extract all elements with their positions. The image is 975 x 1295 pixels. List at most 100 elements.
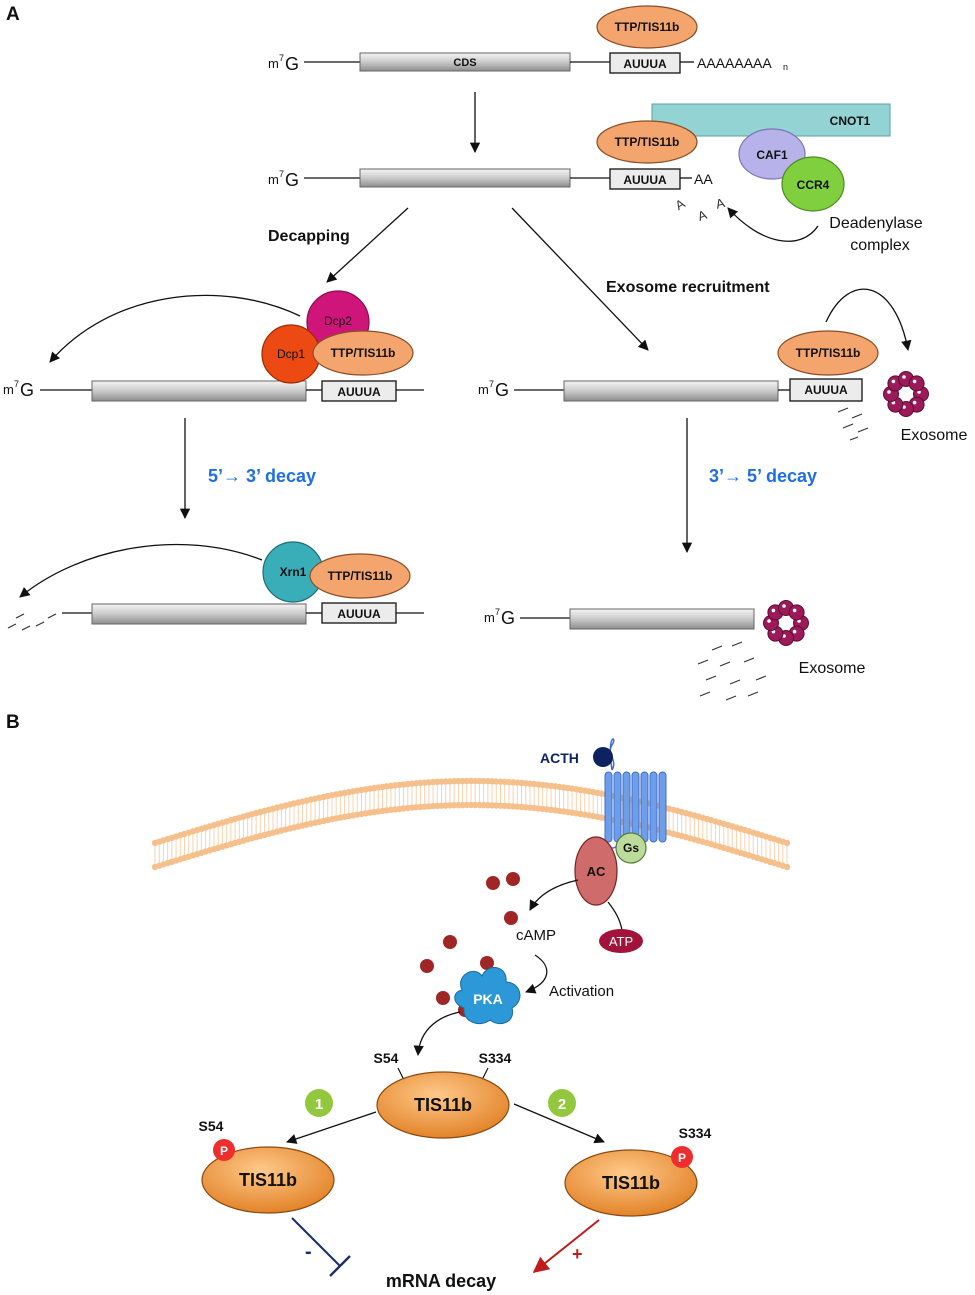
fragments-3	[697, 641, 767, 701]
polya-short: AA	[694, 171, 713, 187]
mrna-decay-label: mRNA decay	[386, 1271, 496, 1291]
phospho-s54	[213, 1139, 235, 1161]
deadenylase-label-1: Deadenylase	[829, 215, 923, 232]
ac-protein	[574, 836, 618, 906]
cds-label: CDS	[453, 57, 476, 69]
exosome-label-2: Exosome	[799, 660, 866, 677]
tis11b-right-label: TIS11b	[602, 1173, 660, 1193]
decay-3to5-label: 3’→ 5’ decay	[709, 466, 817, 486]
released-a-1: A	[673, 196, 688, 213]
cnot1-label: CNOT1	[830, 114, 871, 128]
gs-protein	[615, 832, 647, 864]
atp-label: ATP	[609, 934, 633, 949]
are-label-4: AUUUA	[804, 383, 848, 397]
arrow-xrn1	[19, 543, 263, 598]
tis11b-center	[376, 1071, 510, 1139]
ttp-label-3: TTP/TIS11b	[331, 346, 396, 360]
inhibition-line	[291, 1217, 341, 1267]
acth-label: ACTH	[540, 750, 579, 766]
arrow-cap-release	[49, 294, 301, 363]
decapping-row: m 7 G AUUUA Dcp2 Dcp1 TTP/TIS11b	[3, 290, 424, 402]
are-box	[609, 52, 681, 74]
fragments-2	[7, 613, 57, 631]
polya-sub: n	[783, 62, 788, 72]
pathway-1-label: 1	[315, 1096, 323, 1113]
arrow-decapping	[326, 207, 409, 283]
cap-sup-4: 7	[489, 379, 494, 389]
exosome-complex-2	[763, 600, 809, 646]
inhibition-bar	[329, 1255, 351, 1277]
ttp-protein-5	[309, 553, 411, 599]
arrow-activation	[525, 954, 548, 994]
ttp-label-5: TTP/TIS11b	[328, 569, 393, 583]
acth-receptor: ACTH	[540, 738, 667, 851]
phospho-s334-label: P	[678, 1151, 686, 1165]
cap-g-4: G	[495, 380, 509, 400]
cell-membrane	[151, 777, 791, 871]
polya-tail: AAAAAAAA	[697, 55, 772, 71]
cds-bar-4	[563, 380, 779, 402]
cap-m-2: m	[268, 172, 279, 187]
atp-molecule	[599, 929, 643, 953]
cap-sup-2: 7	[279, 169, 284, 179]
s334-label: S334	[679, 1125, 712, 1141]
cap-g: G	[285, 54, 299, 74]
acth-ligand	[593, 747, 613, 767]
decay-5to3-label: 5’→ 3’ decay	[208, 466, 316, 486]
are-box-2	[609, 168, 681, 190]
s334-top-label: S334	[479, 1050, 512, 1066]
ccr4-protein	[781, 156, 845, 212]
cds-bar-2	[359, 168, 571, 188]
are-label: AUUUA	[623, 57, 667, 71]
dcp1-label: Dcp1	[277, 347, 305, 361]
cap-sup: 7	[279, 53, 284, 63]
released-a-2: A	[696, 207, 710, 224]
ac-label: AC	[587, 864, 606, 879]
camp-label: cAMP	[516, 927, 556, 944]
cap-g-6: G	[501, 608, 515, 628]
cap-m-4: m	[478, 382, 489, 397]
are-label-3: AUUUA	[337, 385, 381, 399]
exosome-decay-row: m 7 G Exosome	[484, 600, 866, 701]
gs-label: Gs	[623, 841, 639, 855]
s54-label: S54	[199, 1118, 224, 1134]
exosome-subunit	[788, 604, 805, 621]
pathway-2-badge	[548, 1089, 576, 1117]
arrow-ac-to-camp	[529, 879, 579, 911]
cap-m-3: m	[3, 382, 14, 397]
ttp-protein	[596, 5, 698, 49]
are-box-4	[789, 378, 863, 402]
decapping-label: Decapping	[268, 228, 350, 245]
ccr4-label: CCR4	[797, 178, 830, 192]
tis11b-left	[201, 1146, 335, 1214]
cap-g-2: G	[285, 170, 299, 190]
are-box-3	[321, 380, 397, 402]
xrn1-label: Xrn1	[280, 565, 307, 579]
activation-arrow	[532, 1219, 600, 1273]
phospho-s334	[671, 1146, 693, 1168]
plus-sign: +	[572, 1244, 583, 1264]
arrow-exosome-recruitment	[511, 207, 649, 351]
dcp2-label: Dcp2	[324, 314, 352, 328]
exosome-row: m 7 G AUUUA TTP/TIS11b Exosome	[478, 288, 967, 444]
ttp-protein-3	[312, 330, 414, 376]
fragments-1	[837, 407, 869, 441]
s54-top-label: S54	[374, 1050, 399, 1066]
are-label-5: AUUUA	[337, 607, 381, 621]
exosome-subunit	[908, 375, 925, 392]
pathway-1-badge	[305, 1089, 333, 1117]
arrow-path-2	[513, 1103, 605, 1144]
cap-sup-3: 7	[14, 379, 19, 389]
mrna-row-1: m 7 G CDS AUUUA AAAAAAAA n TTP/TIS11b	[268, 5, 788, 74]
activation-label: Activation	[549, 983, 614, 1000]
cap-g-3: G	[20, 380, 34, 400]
exosome-complex-1	[883, 371, 929, 417]
cds-bar-5	[91, 603, 307, 625]
cds-bar-3	[91, 380, 307, 402]
deadenylase-label-2: complex	[850, 237, 910, 254]
are-label-2: AUUUA	[623, 173, 667, 187]
ttp-label-4: TTP/TIS11b	[796, 346, 861, 360]
minus-sign: -	[305, 1241, 312, 1263]
